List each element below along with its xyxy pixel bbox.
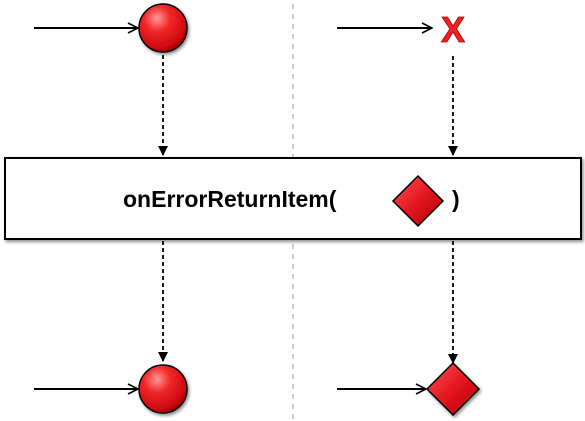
operator-label-close: ) [452,186,460,212]
error-x-icon: X [441,9,465,50]
operator-box: onErrorReturnItem( ) [4,157,582,240]
left-output-marble-circle [138,364,188,414]
right-output-diamond-marble [425,361,481,417]
left-input-marble-circle [138,3,188,53]
return-item-diamond-icon [391,174,445,228]
operator-label: onErrorReturnItem( [123,186,337,212]
